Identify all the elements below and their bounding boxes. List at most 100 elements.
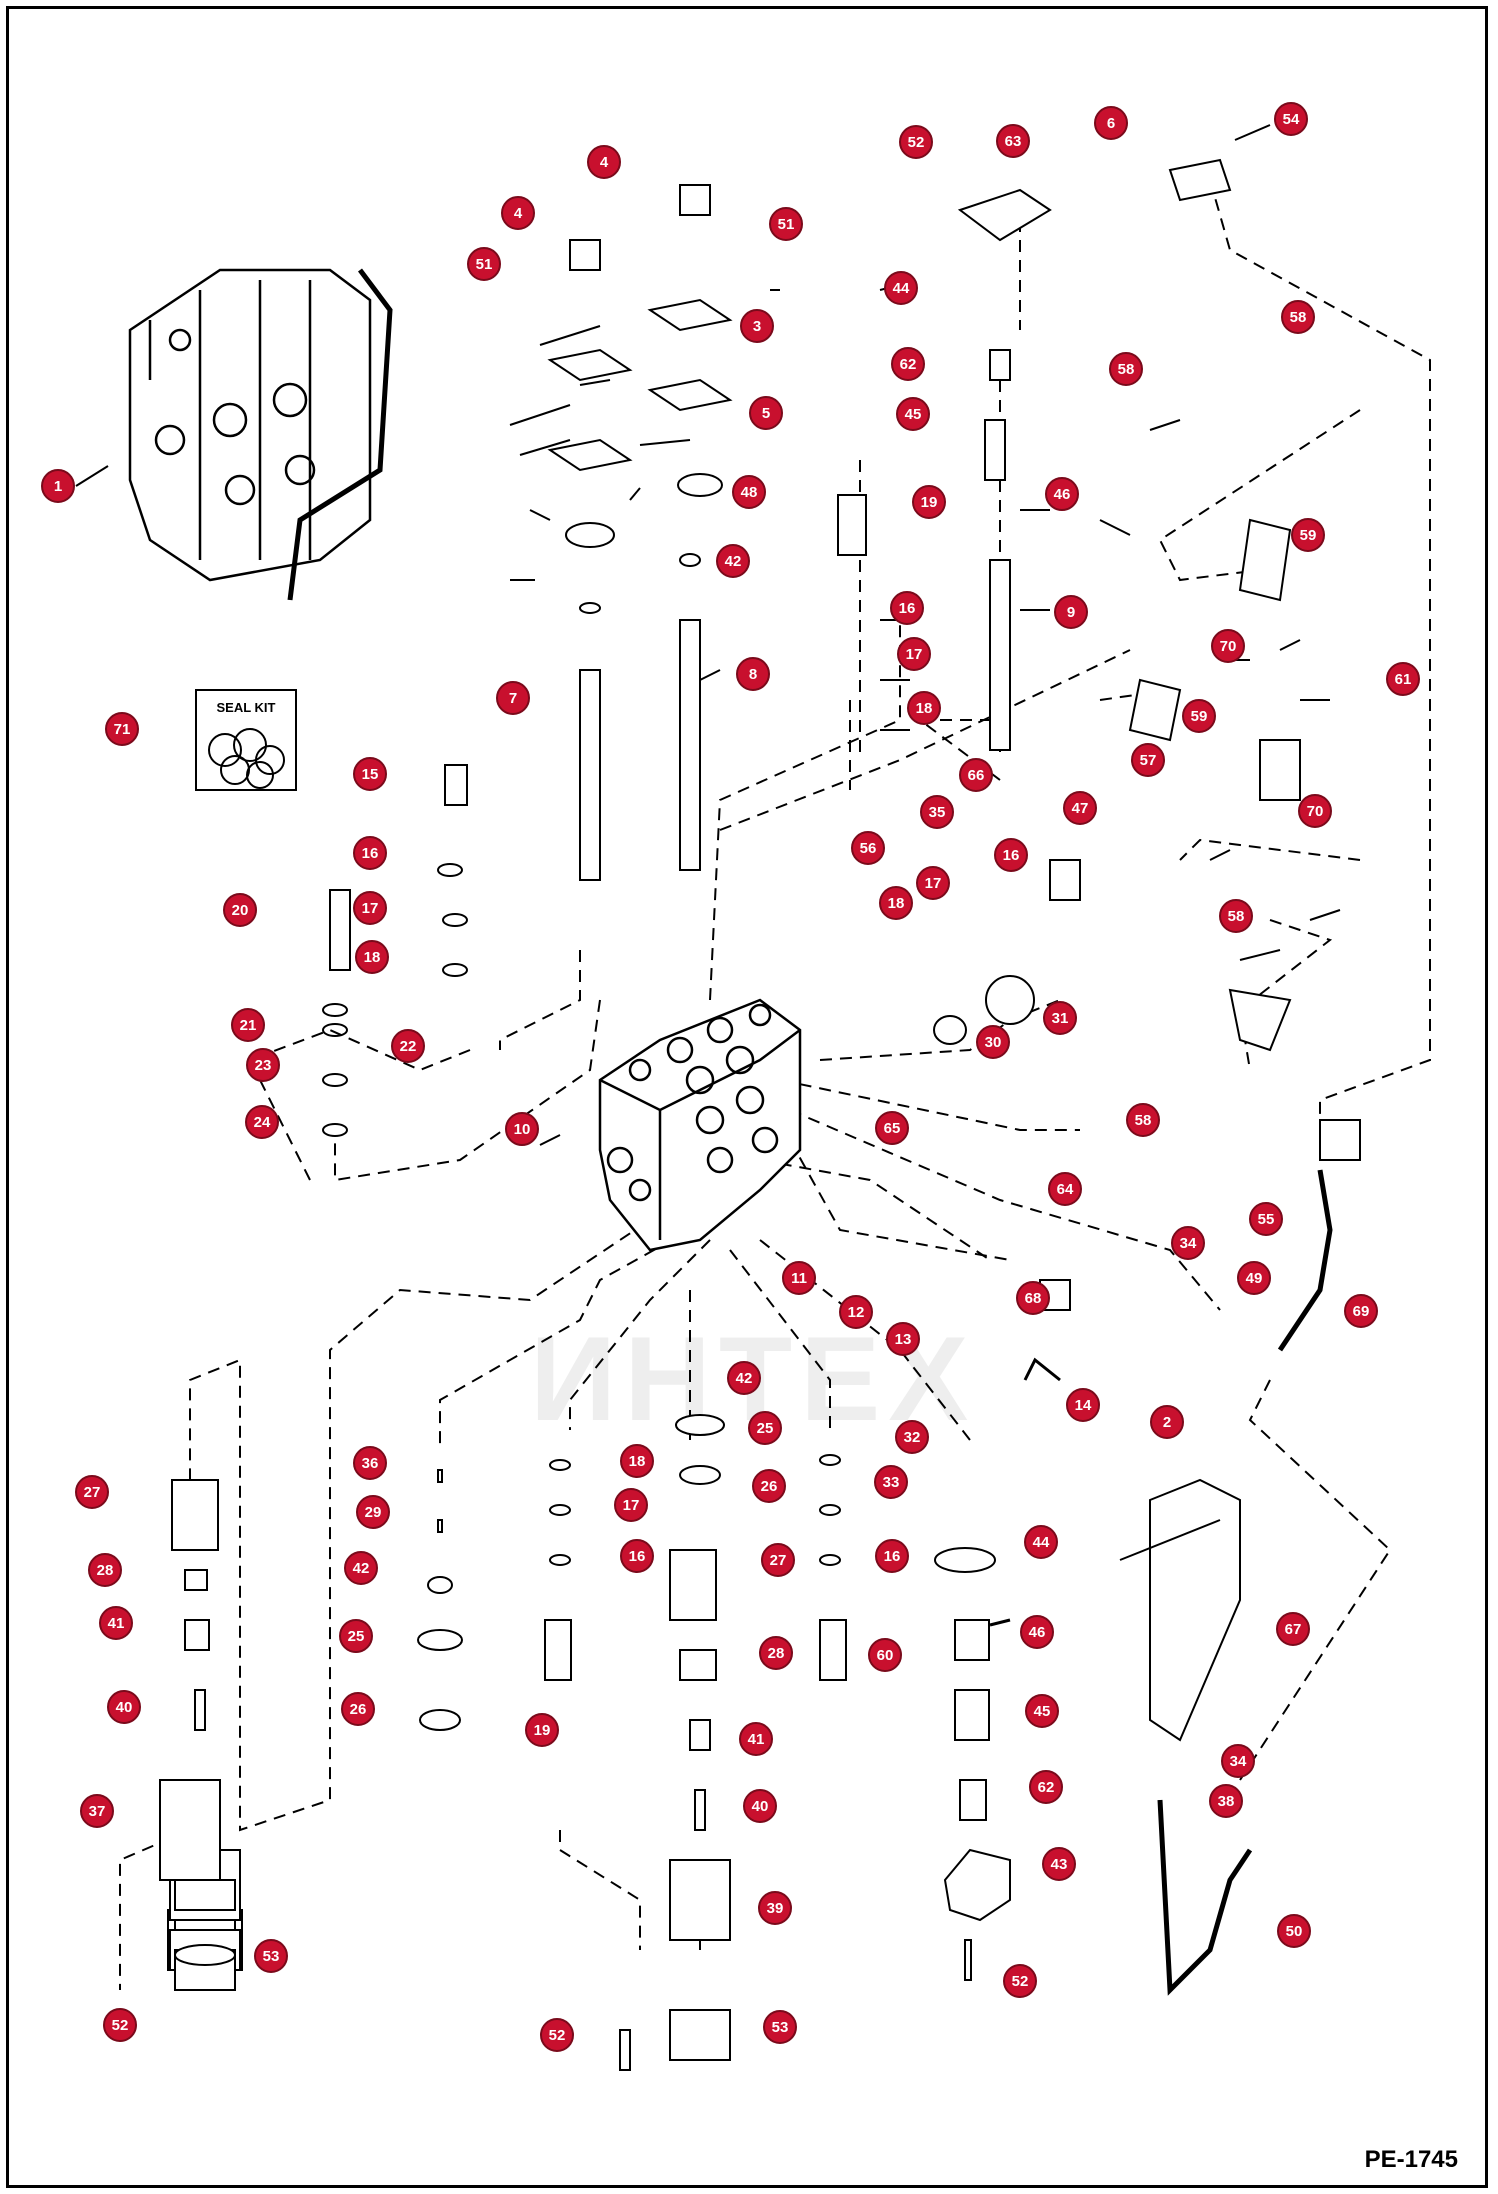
callout-c51a[interactable]: 51 (467, 247, 501, 281)
callout-c40b[interactable]: 40 (743, 1789, 777, 1823)
callout-c59b[interactable]: 59 (1182, 699, 1216, 733)
callout-c30[interactable]: 30 (976, 1025, 1010, 1059)
callout-c9[interactable]: 9 (1054, 595, 1088, 629)
callout-c24[interactable]: 24 (245, 1105, 279, 1139)
callout-c70b[interactable]: 70 (1298, 794, 1332, 828)
callout-c20[interactable]: 20 (223, 893, 257, 927)
callout-c16a[interactable]: 16 (890, 591, 924, 625)
callout-c11[interactable]: 11 (782, 1261, 816, 1295)
callout-c52b[interactable]: 52 (103, 2008, 137, 2042)
callout-c46b[interactable]: 46 (1020, 1615, 1054, 1649)
callout-c38[interactable]: 38 (1209, 1784, 1243, 1818)
callout-c22[interactable]: 22 (391, 1029, 425, 1063)
callout-c18d[interactable]: 18 (620, 1444, 654, 1478)
callout-c14[interactable]: 14 (1066, 1388, 1100, 1422)
callout-c26a[interactable]: 26 (752, 1469, 786, 1503)
callout-c34a[interactable]: 34 (1171, 1226, 1205, 1260)
callout-c42c[interactable]: 42 (727, 1361, 761, 1395)
callout-c37[interactable]: 37 (80, 1794, 114, 1828)
callout-c65[interactable]: 65 (875, 1111, 909, 1145)
callout-c16c[interactable]: 16 (994, 838, 1028, 872)
callout-c44b[interactable]: 44 (1024, 1525, 1058, 1559)
callout-c52a[interactable]: 52 (899, 125, 933, 159)
callout-c15[interactable]: 15 (353, 757, 387, 791)
callout-c4b[interactable]: 4 (501, 196, 535, 230)
callout-c66[interactable]: 66 (959, 758, 993, 792)
callout-c63[interactable]: 63 (996, 124, 1030, 158)
callout-c70a[interactable]: 70 (1211, 629, 1245, 663)
callout-c52d[interactable]: 52 (1003, 1964, 1037, 1998)
callout-c18c[interactable]: 18 (879, 886, 913, 920)
callout-c7[interactable]: 7 (496, 681, 530, 715)
callout-c40a[interactable]: 40 (107, 1690, 141, 1724)
callout-c16b[interactable]: 16 (353, 836, 387, 870)
callout-c58c[interactable]: 58 (1219, 899, 1253, 933)
callout-c64[interactable]: 64 (1048, 1172, 1082, 1206)
callout-c32[interactable]: 32 (895, 1420, 929, 1454)
callout-c23[interactable]: 23 (246, 1048, 280, 1082)
callout-c18a[interactable]: 18 (907, 691, 941, 725)
callout-c41b[interactable]: 41 (739, 1722, 773, 1756)
callout-c61[interactable]: 61 (1386, 662, 1420, 696)
callout-c53a[interactable]: 53 (254, 1939, 288, 1973)
callout-c25a[interactable]: 25 (748, 1411, 782, 1445)
callout-c28b[interactable]: 28 (759, 1636, 793, 1670)
callout-c55[interactable]: 55 (1249, 1202, 1283, 1236)
callout-c2[interactable]: 2 (1150, 1405, 1184, 1439)
callout-c45b[interactable]: 45 (1025, 1694, 1059, 1728)
callout-c50[interactable]: 50 (1277, 1914, 1311, 1948)
callout-c21[interactable]: 21 (231, 1008, 265, 1042)
callout-c58a[interactable]: 58 (1281, 300, 1315, 334)
callout-c68[interactable]: 68 (1016, 1281, 1050, 1315)
callout-c8[interactable]: 8 (736, 657, 770, 691)
callout-c54[interactable]: 54 (1274, 102, 1308, 136)
callout-c58d[interactable]: 58 (1126, 1103, 1160, 1137)
callout-c6[interactable]: 6 (1094, 106, 1128, 140)
callout-c62b[interactable]: 62 (1029, 1770, 1063, 1804)
callout-c31[interactable]: 31 (1043, 1001, 1077, 1035)
callout-c27b[interactable]: 27 (761, 1543, 795, 1577)
callout-c17b[interactable]: 17 (353, 891, 387, 925)
callout-c47[interactable]: 47 (1063, 791, 1097, 825)
callout-c67[interactable]: 67 (1276, 1612, 1310, 1646)
callout-c48[interactable]: 48 (732, 475, 766, 509)
callout-c27a[interactable]: 27 (75, 1475, 109, 1509)
callout-c36[interactable]: 36 (353, 1446, 387, 1480)
callout-c46a[interactable]: 46 (1045, 477, 1079, 511)
callout-c10[interactable]: 10 (505, 1112, 539, 1146)
callout-c41a[interactable]: 41 (99, 1606, 133, 1640)
callout-c13[interactable]: 13 (886, 1322, 920, 1356)
callout-c51b[interactable]: 51 (769, 207, 803, 241)
callout-c44a[interactable]: 44 (884, 271, 918, 305)
callout-c43[interactable]: 43 (1042, 1847, 1076, 1881)
callout-c33[interactable]: 33 (874, 1465, 908, 1499)
callout-c16e[interactable]: 16 (875, 1539, 909, 1573)
callout-c3[interactable]: 3 (740, 309, 774, 343)
callout-c57[interactable]: 57 (1131, 743, 1165, 777)
callout-c28a[interactable]: 28 (88, 1553, 122, 1587)
callout-c56[interactable]: 56 (851, 831, 885, 865)
callout-c19b[interactable]: 19 (525, 1713, 559, 1747)
callout-c49[interactable]: 49 (1237, 1261, 1271, 1295)
callout-c5[interactable]: 5 (749, 396, 783, 430)
callout-c17a[interactable]: 17 (897, 637, 931, 671)
callout-c26b[interactable]: 26 (341, 1692, 375, 1726)
callout-c29[interactable]: 29 (356, 1495, 390, 1529)
callout-c53b[interactable]: 53 (763, 2010, 797, 2044)
callout-c59a[interactable]: 59 (1291, 518, 1325, 552)
callout-c71[interactable]: 71 (105, 712, 139, 746)
callout-c16d[interactable]: 16 (620, 1539, 654, 1573)
callout-c52c[interactable]: 52 (540, 2018, 574, 2052)
callout-c17d[interactable]: 17 (614, 1488, 648, 1522)
callout-c58b[interactable]: 58 (1109, 352, 1143, 386)
callout-c18b[interactable]: 18 (355, 940, 389, 974)
callout-c42a[interactable]: 42 (716, 544, 750, 578)
callout-c19a[interactable]: 19 (912, 485, 946, 519)
callout-c35[interactable]: 35 (920, 795, 954, 829)
callout-c4a[interactable]: 4 (587, 145, 621, 179)
callout-c25b[interactable]: 25 (339, 1619, 373, 1653)
callout-c1[interactable]: 1 (41, 469, 75, 503)
callout-c12[interactable]: 12 (839, 1295, 873, 1329)
callout-c39[interactable]: 39 (758, 1891, 792, 1925)
callout-c69[interactable]: 69 (1344, 1294, 1378, 1328)
